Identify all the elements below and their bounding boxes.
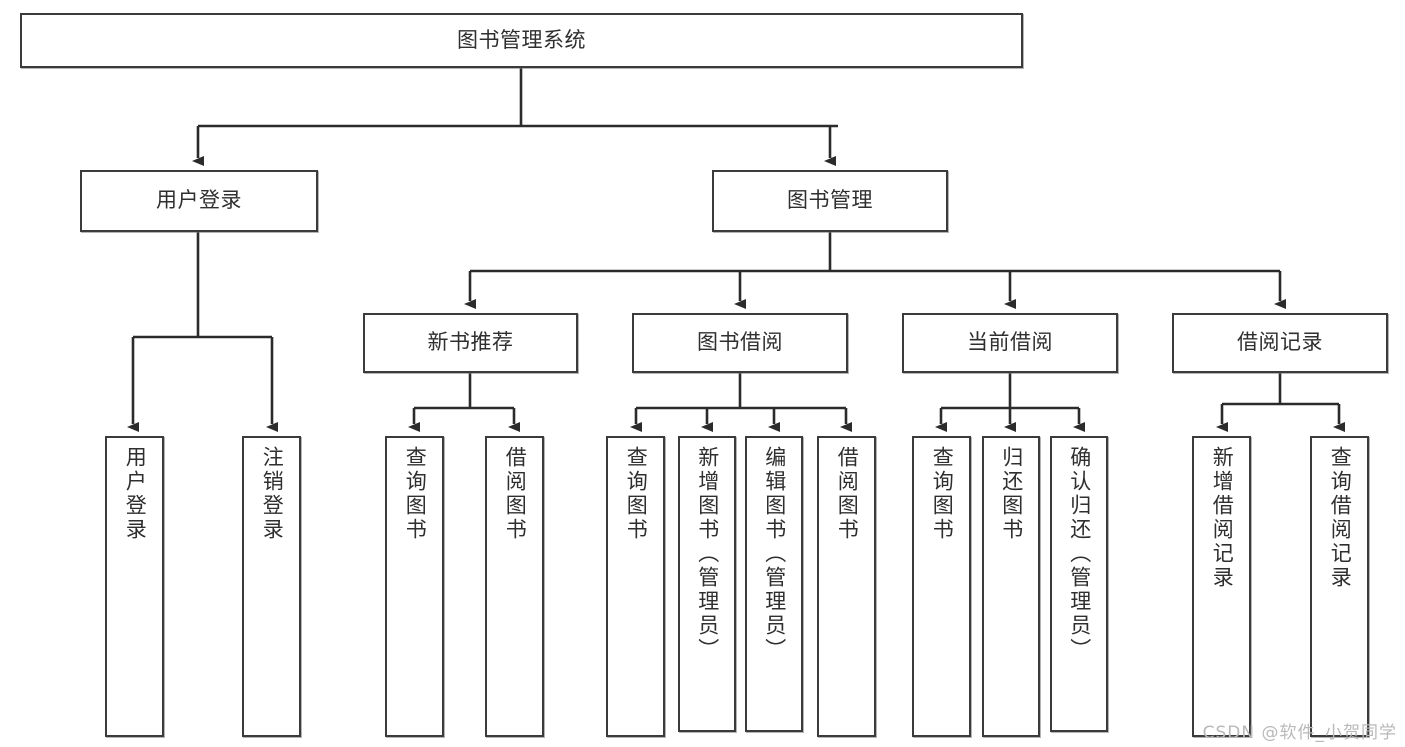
node-book-manage-label: 图书管理 <box>787 188 873 213</box>
node-leaf-user-logout[interactable]: 注销登录 <box>242 436 301 737</box>
node-borrow-record-label: 借阅记录 <box>1237 330 1323 355</box>
node-leaf-borrow-book-2-label: 借阅图书 <box>835 446 860 542</box>
node-leaf-borrow-book-2[interactable]: 借阅图书 <box>817 436 876 737</box>
node-leaf-add-record[interactable]: 新增借阅记录 <box>1192 436 1251 737</box>
node-leaf-edit-book[interactable]: 编辑图书（管理员） <box>745 436 803 732</box>
node-user-login[interactable]: 用户登录 <box>80 170 318 232</box>
node-leaf-query-record-label: 查询借阅记录 <box>1328 446 1353 590</box>
node-new-book-recommend-label: 新书推荐 <box>427 330 514 355</box>
node-leaf-add-record-label: 新增借阅记录 <box>1210 446 1235 590</box>
node-book-borrow-label: 图书借阅 <box>697 330 783 355</box>
node-leaf-return-book[interactable]: 归还图书 <box>982 436 1040 737</box>
node-leaf-query-book-2[interactable]: 查询图书 <box>606 436 665 737</box>
node-leaf-query-book-2-label: 查询图书 <box>624 446 649 542</box>
node-leaf-add-book-label: 新增图书（管理员） <box>695 446 720 662</box>
node-current-borrow-label: 当前借阅 <box>967 330 1053 355</box>
node-leaf-borrow-book-1-label: 借阅图书 <box>503 446 528 542</box>
node-leaf-confirm-return[interactable]: 确认归还（管理员） <box>1050 436 1108 732</box>
node-root-label: 图书管理系统 <box>457 27 586 52</box>
node-leaf-edit-book-label: 编辑图书（管理员） <box>762 446 787 662</box>
node-root[interactable]: 图书管理系统 <box>20 13 1023 68</box>
node-leaf-return-book-label: 归还图书 <box>999 446 1024 542</box>
node-current-borrow[interactable]: 当前借阅 <box>902 313 1118 373</box>
node-leaf-user-login[interactable]: 用户登录 <box>105 436 164 737</box>
node-borrow-record[interactable]: 借阅记录 <box>1172 313 1388 373</box>
node-leaf-borrow-book-1[interactable]: 借阅图书 <box>485 436 544 737</box>
node-leaf-query-book-1[interactable]: 查询图书 <box>385 436 444 737</box>
node-leaf-query-book-3-label: 查询图书 <box>930 446 955 542</box>
node-user-login-label: 用户登录 <box>156 188 242 213</box>
node-leaf-query-book-1-label: 查询图书 <box>403 446 428 542</box>
node-book-manage[interactable]: 图书管理 <box>712 170 948 232</box>
node-leaf-add-book[interactable]: 新增图书（管理员） <box>678 436 736 732</box>
node-leaf-query-record[interactable]: 查询借阅记录 <box>1310 436 1369 737</box>
node-leaf-query-book-3[interactable]: 查询图书 <box>912 436 971 737</box>
node-leaf-user-logout-label: 注销登录 <box>260 446 285 542</box>
node-leaf-user-login-label: 用户登录 <box>123 446 148 542</box>
node-leaf-confirm-return-label: 确认归还（管理员） <box>1067 446 1092 662</box>
node-book-borrow[interactable]: 图书借阅 <box>632 313 848 373</box>
node-new-book-recommend[interactable]: 新书推荐 <box>363 313 578 373</box>
